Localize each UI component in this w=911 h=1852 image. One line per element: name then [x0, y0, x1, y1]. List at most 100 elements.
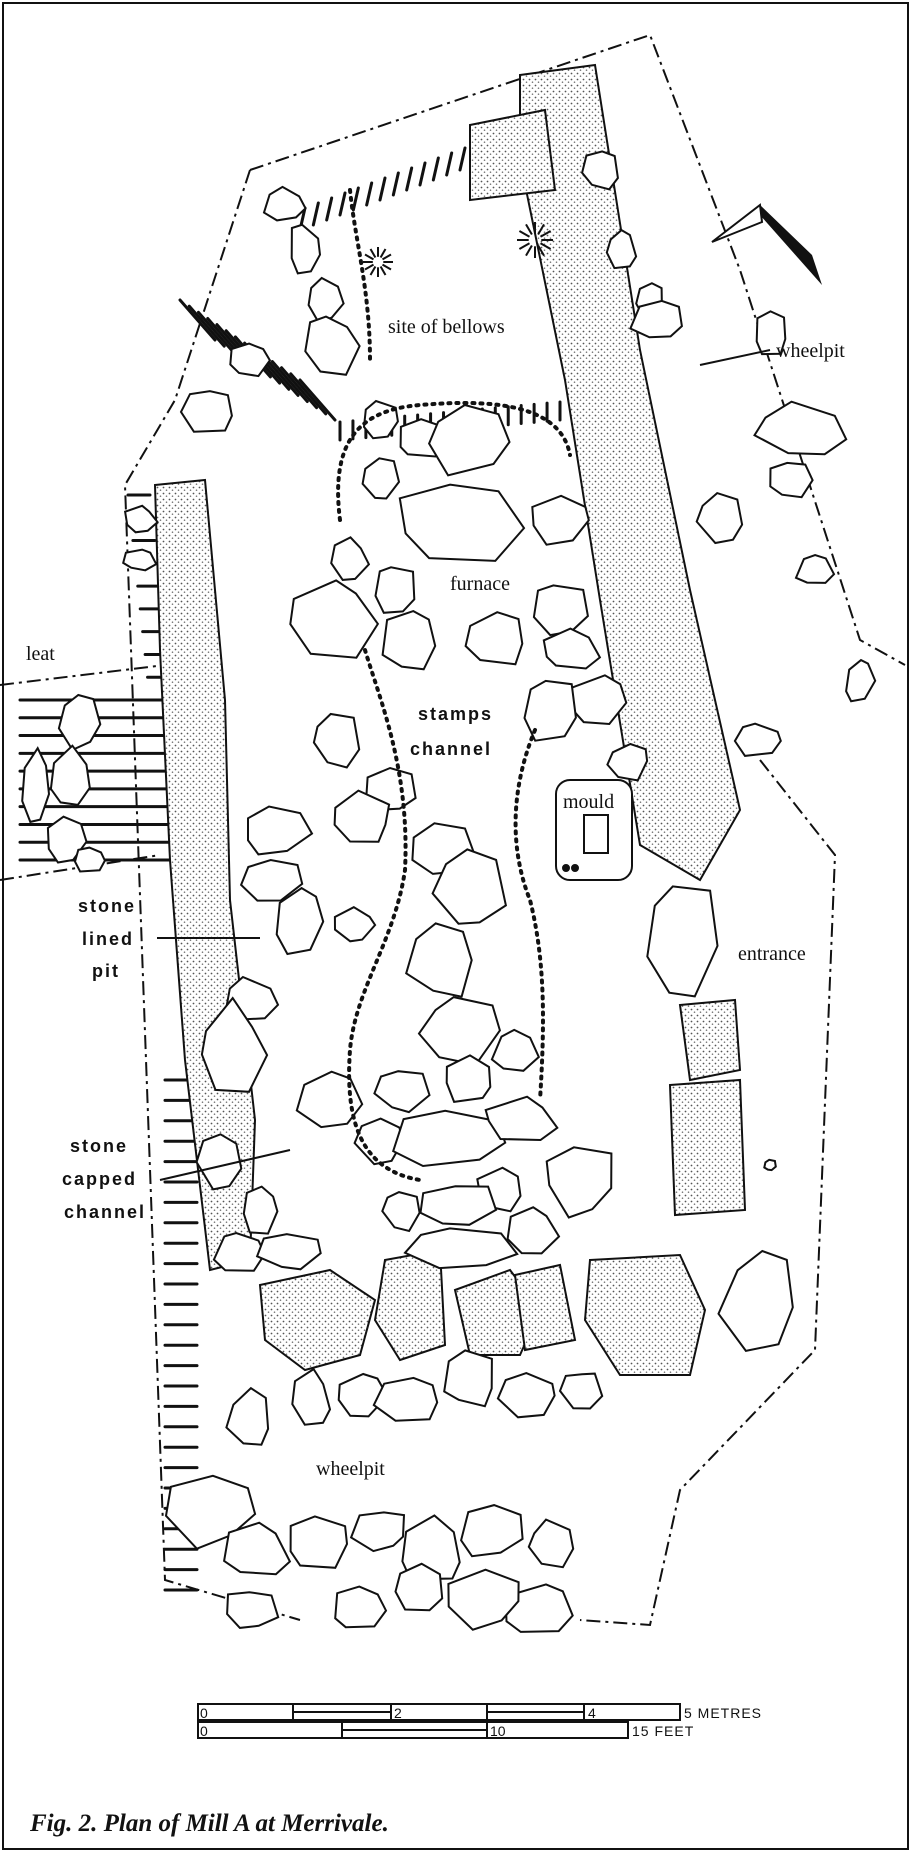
hachure-mark [311, 201, 320, 227]
bellows-ring [348, 188, 372, 362]
stone [372, 1376, 439, 1422]
hachure-mark [391, 171, 400, 197]
north-arrow-icon [711, 203, 822, 285]
stone [401, 1514, 461, 1581]
stone [361, 457, 401, 500]
bellows-post-marks [363, 222, 553, 277]
hachure-mark [378, 176, 387, 202]
label-wheelpit-top: wheelpit [776, 340, 845, 362]
stone [581, 150, 619, 191]
label-stone-capped-3: channel [64, 1202, 146, 1222]
hachure-mark [270, 360, 309, 404]
hachure-mark [365, 181, 374, 207]
furnace-rim [336, 401, 572, 522]
label-channel: channel [410, 739, 492, 759]
stone [304, 315, 361, 376]
channel-outlines [336, 188, 572, 1182]
stone [242, 1185, 279, 1235]
stone [200, 996, 269, 1093]
label-site-of-bellows: site of bellows [388, 316, 505, 338]
hachure-mark [351, 186, 360, 212]
label-stamps: stamps [418, 704, 493, 724]
stone [223, 1521, 292, 1576]
stone [46, 815, 88, 864]
stone [531, 494, 590, 546]
stone [57, 693, 102, 752]
stone [606, 742, 649, 782]
hachure-mark [445, 151, 454, 177]
stone [570, 674, 628, 726]
bellows-post-ray [518, 230, 530, 238]
stone [122, 548, 158, 572]
stone [381, 1191, 421, 1233]
stone [226, 1591, 280, 1629]
bellows-post-ray [369, 266, 377, 276]
hachure-mark [405, 166, 414, 192]
stone [523, 679, 577, 742]
stone [239, 858, 304, 902]
scale-feet-10: 10 [490, 1723, 506, 1739]
stone [506, 1206, 561, 1255]
bellows-post-ray [540, 242, 552, 250]
stone-outlines [21, 150, 877, 1633]
stone [755, 310, 787, 356]
site-boundary [0, 33, 906, 1627]
scale-bar: 0 2 4 5 METRES 0 10 15 FEET [197, 1703, 762, 1739]
stone [398, 483, 526, 562]
stone [532, 584, 589, 637]
stone [845, 658, 877, 703]
stone [21, 746, 51, 824]
stone [695, 491, 744, 545]
hachure-mark [431, 156, 440, 182]
south-block-4 [513, 1263, 577, 1352]
bellows-post-ray [364, 253, 374, 261]
bellows-post-ray [537, 223, 545, 236]
stamps-channel-west [347, 648, 422, 1182]
label-stone-lined-3: pit [92, 961, 120, 981]
stone [255, 1233, 322, 1271]
mould-feature [555, 779, 633, 881]
bellows-post-ray [540, 230, 552, 238]
stone [447, 1568, 520, 1631]
bellows-post-ray [364, 263, 374, 271]
stone [733, 722, 782, 757]
stone [443, 1349, 493, 1408]
stone [373, 1070, 431, 1114]
label-stone-lined-2: lined [82, 929, 134, 949]
stone [275, 886, 325, 956]
stone [247, 805, 314, 856]
hachure-mark [458, 146, 467, 172]
scale-metres-0: 0 [200, 1705, 208, 1721]
hachure-mark [289, 372, 328, 416]
bellows-post-ray [379, 266, 387, 276]
stone [490, 1028, 541, 1072]
stone [334, 1585, 388, 1629]
stone [629, 299, 683, 339]
hachure-mark [338, 191, 347, 217]
stone [225, 1386, 270, 1446]
stone [49, 744, 91, 806]
hachure-mark [196, 310, 235, 354]
stone [212, 1231, 266, 1272]
label-wheelpit-bottom: wheelpit [316, 1458, 385, 1480]
stone [464, 611, 524, 666]
bellows-post-ray [537, 244, 545, 257]
stone [374, 566, 416, 614]
stone [460, 1504, 524, 1558]
label-stone-lined-1: stone [78, 896, 136, 916]
stone [405, 922, 473, 998]
scale-metres-5: 5 METRES [684, 1705, 762, 1721]
label-mould: mould [563, 791, 614, 813]
stone [381, 610, 437, 671]
stone [403, 1227, 519, 1270]
bellows-post-ray [518, 242, 530, 250]
stamps-channel-east [513, 728, 545, 1102]
hachure-mark [280, 366, 319, 410]
entrance-stone-1 [678, 998, 742, 1082]
bellows-post-ray [369, 248, 377, 258]
stone [527, 1518, 575, 1569]
hachure-mark [298, 378, 337, 422]
stone [229, 342, 272, 378]
